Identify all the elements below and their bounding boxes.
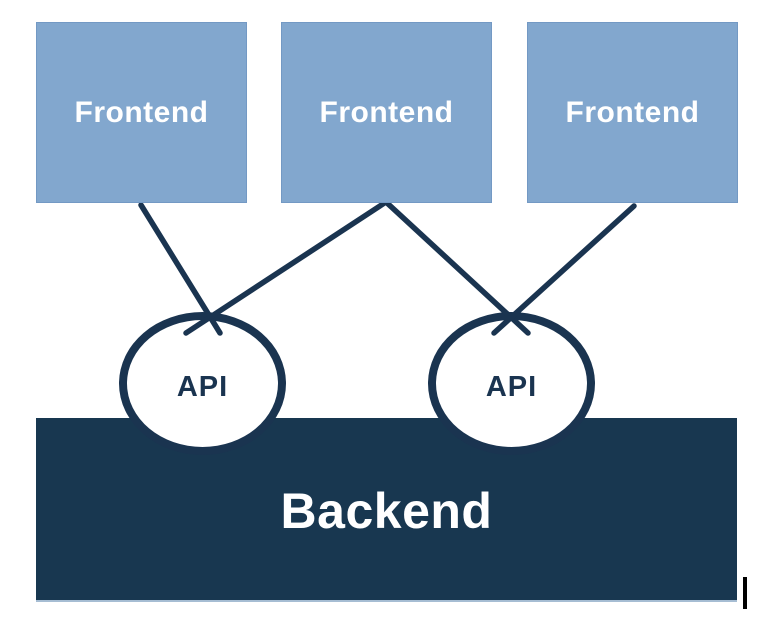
frontend-box-3: Frontend: [527, 22, 738, 203]
api-node-1: API: [119, 312, 286, 455]
api-node-2-label: API: [485, 371, 538, 403]
frontend-box-1: Frontend: [36, 22, 247, 203]
frontend-box-2-label: Frontend: [319, 95, 454, 129]
frontend-box-3-label: Frontend: [565, 95, 700, 129]
backend-label: Backend: [280, 483, 493, 539]
api-node-1-label: API: [176, 371, 229, 403]
frontend-box-2: Frontend: [281, 22, 492, 203]
frontend-box-1-label: Frontend: [74, 95, 209, 129]
backend-band: Backend: [36, 418, 737, 602]
text-cursor-artifact: [743, 577, 747, 609]
api-node-2: API: [428, 312, 595, 455]
